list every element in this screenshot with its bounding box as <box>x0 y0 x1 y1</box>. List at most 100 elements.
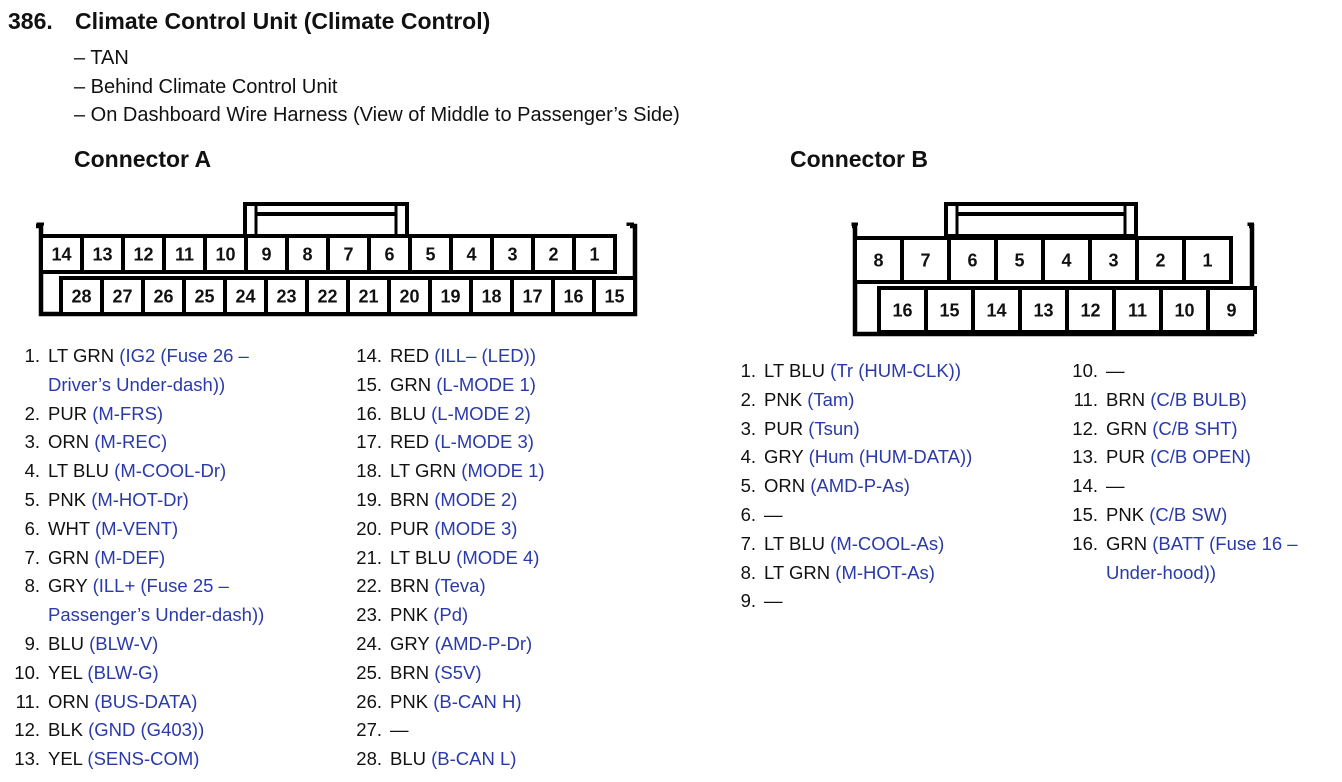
connector-b-pin-3: 3.PUR (Tsun) <box>741 415 1054 444</box>
connector-a-cavity-label: 11 <box>175 245 194 265</box>
connector-a-cavity-label: 4 <box>466 245 476 265</box>
pin-function: (Teva) <box>434 575 486 597</box>
pin-number: 4. <box>24 460 40 482</box>
pin-number: 23. <box>356 604 382 626</box>
pin-function: (Tsun) <box>808 417 860 439</box>
pin-number: 20. <box>356 517 382 539</box>
pin-function: (C/B SHT) <box>1152 417 1238 439</box>
pin-function: (L-MODE 2) <box>431 402 531 424</box>
pin-number: 2. <box>740 388 756 410</box>
connector-a-cavity-label: 15 <box>604 287 624 307</box>
pin-number: 16. <box>356 402 382 424</box>
connector-b-cavity-3: 3 <box>1088 236 1139 284</box>
wire-color: — <box>1106 475 1125 497</box>
connector-a-cavity-15: 15 <box>592 276 637 316</box>
pin-function: (M-REC) <box>94 431 168 453</box>
pin-number: 26. <box>356 690 382 712</box>
connector-a-pin-list-1: 1.LT GRN (IG2 (Fuse 26 – Driver’s Under-… <box>14 342 298 774</box>
connector-b-pin-6: 6.— <box>741 501 1054 530</box>
connector-b-pin-16: 16.GRN (BATT (Fuse 16 – Under-hood)) <box>1072 530 1338 588</box>
wire-color: PNK <box>764 388 803 410</box>
connector-a-pin-10: 10.YEL (BLW-G) <box>14 659 298 688</box>
pin-number: 3. <box>24 431 40 453</box>
connector-b-title: Connector B <box>790 146 928 172</box>
wire-color: — <box>390 719 409 741</box>
pin-function: (MODE 1) <box>461 460 545 482</box>
connector-a-pin-8: 8.GRY (ILL+ (Fuse 25 – Passenger’s Under… <box>25 572 298 630</box>
connector-a-cavity-label: 26 <box>153 287 173 307</box>
pin-number: 8. <box>24 575 40 597</box>
wire-color: GRN <box>1106 417 1148 439</box>
connector-b-cavity-label: 10 <box>1174 301 1194 321</box>
pin-number: 25. <box>356 661 382 683</box>
pin-number: 17. <box>356 431 382 453</box>
connector-a-pin-7: 7.GRN (M-DEF) <box>25 544 298 573</box>
wire-color: LT GRN <box>48 345 115 366</box>
connector-a-cavity-label: 17 <box>522 287 542 307</box>
wire-color: PNK <box>390 604 429 626</box>
connector-a-cavity-27: 27 <box>100 276 145 316</box>
pin-number: 1. <box>24 345 40 366</box>
connector-b-cavity-label: 6 <box>967 251 977 271</box>
wire-color: BRN <box>390 575 430 597</box>
connector-a-pin-22: 22. BRN (Teva) <box>356 572 650 601</box>
pin-function: (MODE 3) <box>434 517 518 539</box>
connector-b-cavity-13: 13 <box>1018 286 1069 334</box>
pin-number: 11. <box>15 690 40 712</box>
page-title: 386.Climate Control Unit (Climate Contro… <box>8 8 490 35</box>
pin-number: 7. <box>740 532 756 554</box>
wire-color: BLU <box>48 632 84 654</box>
pin-function: (M-HOT-As) <box>835 561 935 583</box>
wire-color: PUR <box>390 517 430 539</box>
wire-color: — <box>764 503 783 525</box>
pin-function: (BLW-V) <box>89 632 159 654</box>
connector-a-pin-28: 28.BLU (B-CAN L) <box>356 745 650 774</box>
wire-color: PNK <box>390 690 429 712</box>
connector-a-cavity-21: 21 <box>346 276 391 316</box>
connector-a-cavity-label: 28 <box>71 287 91 307</box>
connector-b-pin-14: 14.— <box>1072 472 1338 501</box>
pin-number: 10. <box>14 661 40 683</box>
pin-number: 19. <box>356 488 382 510</box>
connector-a-cavity-1: 1 <box>572 234 617 274</box>
connector-a-cavity-16: 16 <box>551 276 596 316</box>
connector-b-cavity-7: 7 <box>900 236 951 284</box>
pin-function: (BLW-G) <box>87 661 159 683</box>
connector-b-cavity-label: 9 <box>1226 301 1236 321</box>
pin-number: 4. <box>740 446 756 468</box>
connector-b-cavity-1: 1 <box>1182 236 1233 284</box>
pin-function: (MODE 4) <box>456 546 540 568</box>
connector-a-cavity-6: 6 <box>367 234 412 274</box>
connector-b-pin-10: 10.— <box>1072 357 1338 386</box>
connector-b-cavity-label: 15 <box>939 301 959 321</box>
connector-details: – TAN – Behind Climate Control Unit – On… <box>74 44 680 130</box>
connector-a-cavity-8: 8 <box>285 234 330 274</box>
connector-a-cavity-24: 24 <box>223 276 268 316</box>
wire-color: BLU <box>390 402 426 424</box>
wire-color: PUR <box>1106 446 1146 468</box>
pin-function: (Pd) <box>433 604 469 626</box>
wire-color: GRN <box>1106 532 1148 554</box>
connector-a-cavity-7: 7 <box>326 234 371 274</box>
connector-b-cavity-4: 4 <box>1041 236 1092 284</box>
detail-connector-color: – TAN <box>74 47 129 69</box>
connector-a-pin-12: 12.BLK (GND (G403)) <box>14 716 298 745</box>
pin-number: 10. <box>1072 360 1098 381</box>
pin-number: 21. <box>356 546 382 568</box>
connector-a-pin-6: 6.WHT (M-VENT) <box>25 515 298 544</box>
pin-number: 22. <box>356 575 382 597</box>
detail-harness: – On Dashboard Wire Harness (View of Mid… <box>74 104 680 126</box>
wire-color: LT BLU <box>764 360 826 381</box>
connector-a-pin-24: 24.GRY (AMD-P-Dr) <box>356 630 650 659</box>
connector-a-cavity-label: 20 <box>399 287 419 307</box>
pin-number: 16. <box>1072 532 1098 554</box>
connector-b-cavity-14: 14 <box>971 286 1022 334</box>
wire-color: — <box>764 590 783 612</box>
connector-a-pin-list-2: 14.RED (ILL– (LED))15.GRN (L-MODE 1)16.B… <box>356 342 650 774</box>
wire-color: LT GRN <box>764 561 831 583</box>
wire-color: LT BLU <box>764 532 826 554</box>
connector-b-cavity-label: 2 <box>1155 251 1165 271</box>
